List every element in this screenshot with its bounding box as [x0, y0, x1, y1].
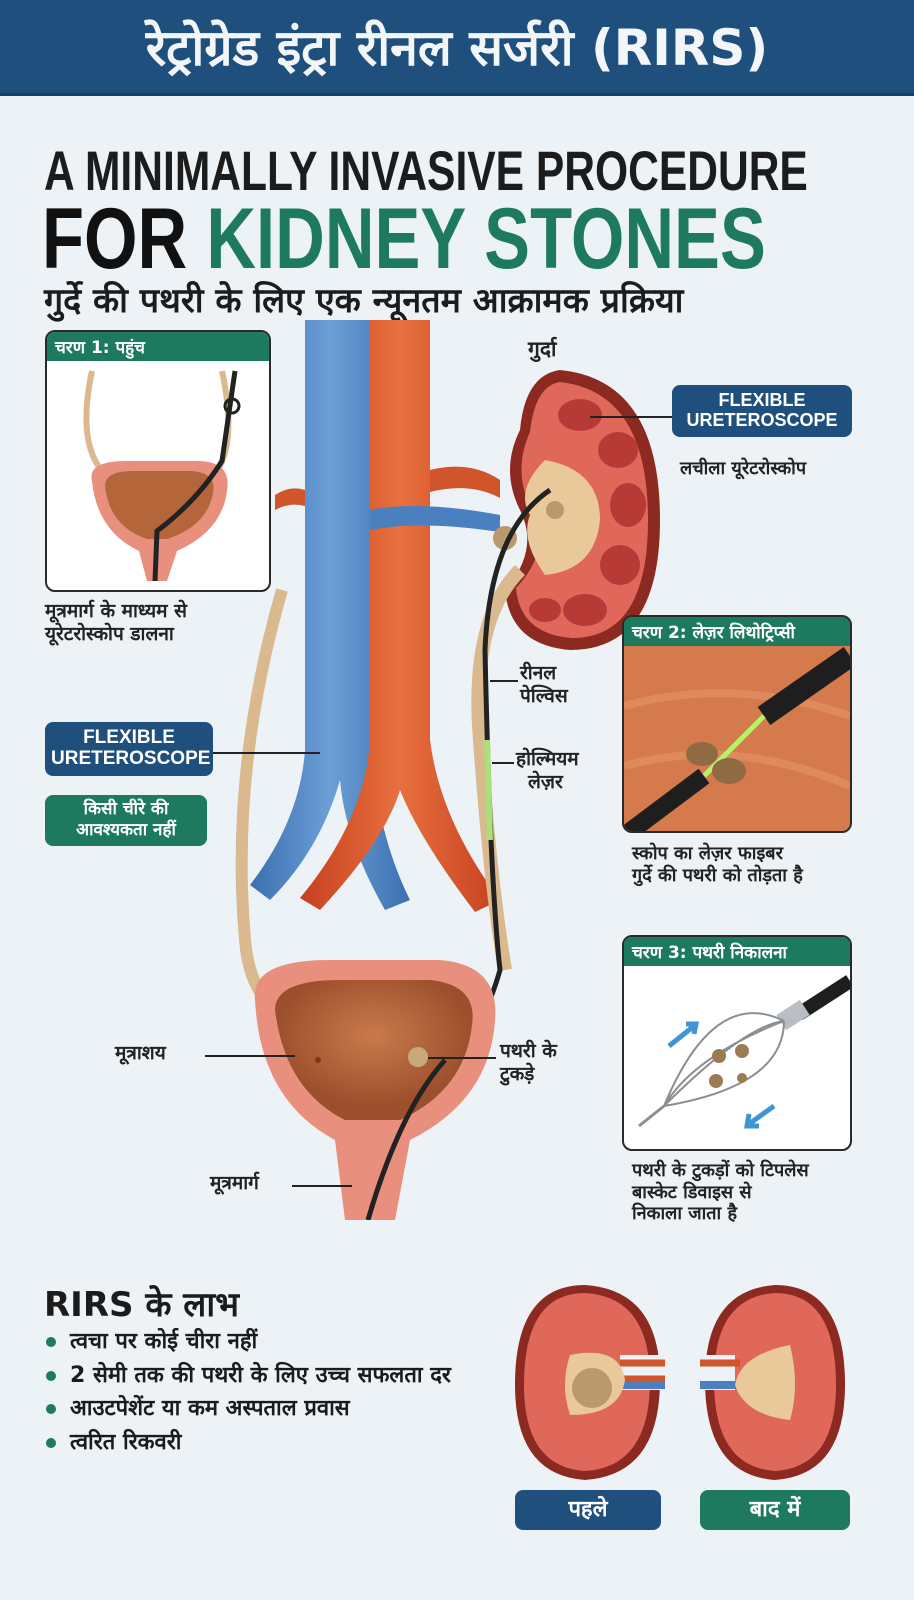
before-after-kidneys [515, 1285, 845, 1480]
bullet-icon [46, 1404, 56, 1414]
bladder [254, 960, 496, 1220]
label-kidney: गुर्दा [528, 337, 557, 361]
benefit-text: त्वचा पर कोई चीरा नहीं [70, 1329, 258, 1354]
tag-line1: FLEXIBLE [83, 727, 175, 748]
leader-line [590, 416, 672, 418]
benefit-text: 2 सेमी तक की पथरी के लिए उच्च सफलता दर [70, 1362, 451, 1388]
bullet-icon [46, 1370, 56, 1381]
headline-subtitle: गुर्दे की पथरी के लिए एक न्यूनतम आक्रामक… [44, 281, 684, 321]
headline-kidney-stones: KIDNEY STONES [206, 191, 766, 287]
label-bladder: मूत्राशय [115, 1042, 166, 1064]
flexible-ureteroscope-tag-left: FLEXIBLE URETEROSCOPE [45, 722, 213, 776]
after-label: बाद में [700, 1490, 850, 1530]
flexible-ureteroscope-caption: लचीला यूरेटरोस्कोप [680, 458, 807, 479]
label-urethra: मूत्रमार्ग [210, 1172, 259, 1194]
kidney-after [695, 1285, 845, 1480]
tag-line2: आवश्यकता नहीं [76, 820, 176, 841]
tag-line2: URETEROSCOPE [686, 409, 838, 430]
aorta [300, 320, 500, 912]
leader-line [205, 1055, 295, 1057]
leader-line [292, 1185, 352, 1187]
laser-fiber [484, 739, 493, 841]
kidney [493, 370, 660, 650]
step2-caption-line1: स्कोप का लेज़र फाइबर [632, 843, 783, 864]
urinary-anatomy-illustration [235, 320, 660, 1220]
header-banner: रेट्रोग्रेड इंट्रा रीनल सर्जरी (RIRS) [0, 0, 914, 96]
label-line1: पथरी के [500, 1040, 557, 1062]
step3-caption: पथरी के टुकड़ों को टिपलेस बास्केट डिवाइस… [632, 1160, 809, 1225]
step2-panel: चरण 2: लेज़र लिथोट्रिप्सी [622, 615, 852, 833]
step2-title: चरण 2: लेज़र लिथोट्रिप्सी [624, 617, 850, 646]
leader-line [213, 752, 320, 754]
tag-line2: URETEROSCOPE [51, 747, 211, 769]
left-ureter [235, 588, 293, 1026]
label-line1: रीनल [520, 662, 557, 684]
benefits-title: RIRS के लाभ [44, 1285, 240, 1325]
before-label: पहले [515, 1490, 661, 1530]
bullet-icon [46, 1437, 56, 1448]
step2-caption: स्कोप का लेज़र फाइबर गुर्दे की पथरी को त… [632, 843, 803, 886]
tag-line1: FLEXIBLE [718, 390, 806, 410]
benefit-item: आउटपेशेंट या कम अस्पताल प्रवास [44, 1395, 474, 1423]
bullet-icon [46, 1337, 56, 1347]
benefit-item: 2 सेमी तक की पथरी के लिए उच्च सफलता दर [44, 1362, 474, 1390]
step3-caption-line1: पथरी के टुकड़ों को टिपलेस [632, 1160, 809, 1181]
step3-panel: चरण 3: पथरी निकालना [622, 935, 852, 1151]
kidney-before [515, 1285, 665, 1480]
benefit-item: त्वरित रिकवरी [44, 1429, 474, 1457]
headline-line2: FOR KIDNEY STONES [42, 196, 766, 282]
headline-for: FOR [42, 191, 188, 287]
label-line2: टुकड़े [500, 1062, 535, 1085]
step2-caption-line2: गुर्दे की पथरी को तोड़ता है [632, 864, 803, 886]
step3-caption-line3: निकाला जाता है [632, 1203, 738, 1225]
benefit-text: त्वरित रिकवरी [70, 1429, 182, 1455]
basket-retrieval-illustration [638, 975, 850, 1129]
step1-caption: मूत्रमार्ग के माध्यम से यूरेटरोस्कोप डाल… [45, 600, 187, 646]
benefit-text: आउटपेशेंट या कम अस्पताल प्रवास [70, 1396, 350, 1421]
step3-caption-line2: बास्केट डिवाइस से [632, 1181, 752, 1203]
header-title: रेट्रोग्रेड इंट्रा रीनल सर्जरी (RIRS) [145, 19, 769, 77]
step1-caption-line1: मूत्रमार्ग के माध्यम से [45, 600, 187, 622]
label-line2: पेल्विस [520, 684, 568, 707]
step3-title: चरण 3: पथरी निकालना [624, 937, 850, 966]
no-incision-tag: किसी चीरे की आवश्यकता नहीं [45, 795, 207, 846]
leader-line [492, 762, 514, 764]
bladder-access-illustration [83, 370, 241, 582]
flexible-ureteroscope-tag-right: FLEXIBLE URETEROSCOPE [672, 385, 852, 437]
benefits-list: त्वचा पर कोई चीरा नहीं 2 सेमी तक की पथरी… [44, 1328, 474, 1462]
step1-panel: चरण 1: पहुंच [45, 330, 271, 592]
label-stone-fragments: पथरी केटुकड़े [500, 1040, 557, 1086]
leader-line [428, 1057, 496, 1059]
step1-title: चरण 1: पहुंच [47, 332, 269, 361]
label-line2: लेज़र [528, 770, 563, 793]
benefit-item: त्वचा पर कोई चीरा नहीं [44, 1328, 474, 1356]
tag-line1: किसी चीरे की [83, 799, 169, 819]
leader-line [490, 680, 518, 682]
label-line1: होल्मियम [516, 748, 579, 770]
step1-caption-line2: यूरेटरोस्कोप डालना [45, 622, 174, 645]
headline-line1: A MINIMALLY INVASIVE PROCEDURE [44, 139, 808, 202]
laser-lithotripsy-illustration [624, 646, 850, 831]
